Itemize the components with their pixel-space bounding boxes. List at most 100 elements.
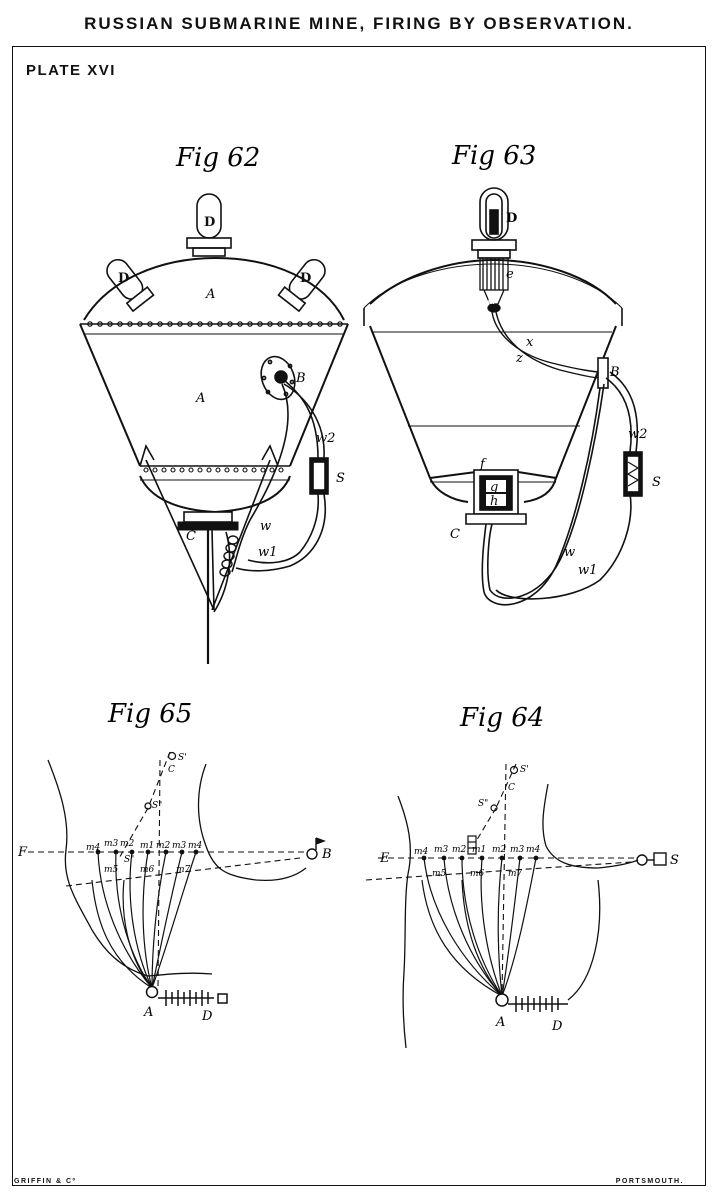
label-e-64: E [379, 851, 390, 866]
mooring-eyes [139, 443, 279, 467]
mine-base-plate [183, 511, 233, 523]
label-s2-65: S" [152, 801, 162, 811]
city-imprint: PORTSMOUTH. [615, 1178, 684, 1185]
wires-fig63 [481, 371, 639, 606]
cable-coil [219, 535, 239, 577]
printer-imprint: GRIFFIN & Cº [14, 1178, 77, 1185]
mine-label-m3-a: m3 [104, 839, 119, 849]
label-c-64: C [508, 783, 515, 793]
label-s2-64: S" [478, 799, 488, 809]
mooring-chains [145, 459, 271, 664]
mine-label-m5: m5 [104, 865, 119, 875]
shoreline-right-64 [542, 783, 639, 869]
shoreline-left [47, 759, 149, 977]
socket-b [260, 355, 296, 401]
label-g: g [490, 480, 498, 495]
socket-b-63 [597, 357, 609, 389]
label-d-64: D [551, 1019, 563, 1034]
figure-64: Fig 64 [365, 703, 679, 1049]
mine-label-m3-b: m3 [172, 841, 187, 851]
label-w2-63: w2 [628, 427, 647, 442]
mine-labels-64: m4 m3 m2 m1 m2 m3 m4 m5 m6 m7 [414, 845, 541, 879]
label-b: B [295, 371, 306, 386]
firing-station-a-64 [495, 993, 509, 1007]
mine-case-cone [79, 323, 349, 467]
mine-label-m6-64: m6 [470, 869, 485, 879]
shoreline-left-64 [397, 795, 412, 1049]
wires-internal [491, 311, 601, 379]
mine-label-m4-a: m4 [86, 843, 101, 853]
figure-63: Fig 63 [363, 141, 661, 606]
label-d-right: D [300, 271, 311, 286]
mine-label-m7: m7 [176, 865, 191, 875]
figure-64-title: Fig 64 [459, 703, 544, 733]
figure-62: Fig 62 [79, 143, 349, 664]
label-s1-64: S' [520, 765, 529, 775]
mine-label-m4-b-64: m4 [526, 845, 541, 855]
mine-label-m3-b-64: m3 [510, 845, 525, 855]
mine-label-m5-64: m5 [432, 869, 447, 879]
mine-markers [95, 849, 199, 855]
mine-label-m2-b: m2 [156, 841, 171, 851]
mine-label-m2-a-64: m2 [452, 845, 467, 855]
label-a-64: A [495, 1015, 505, 1030]
mine-label-m2-a: m2 [120, 839, 135, 849]
mine-label-m7-64: m7 [508, 869, 523, 879]
switch-s-63 [623, 451, 643, 497]
station-s1 [167, 751, 177, 761]
station-s2 [144, 802, 152, 810]
mine-label-m1: m1 [140, 841, 154, 851]
mine-label-m3-a-64: m3 [434, 845, 449, 855]
observing-tower [467, 765, 519, 855]
observing-station-s [636, 852, 667, 866]
label-z: z [515, 351, 523, 366]
label-f: f [479, 457, 487, 472]
mine-section-cone [369, 325, 617, 479]
mine-label-m4-b: m4 [188, 841, 203, 851]
observing-station-b [306, 837, 326, 860]
label-w2: w2 [316, 431, 335, 446]
battery-d [158, 990, 228, 1006]
label-w: w [260, 519, 271, 534]
label-c: C [186, 529, 196, 544]
label-s: S [336, 471, 345, 486]
label-s3-65: S" [124, 855, 134, 865]
label-b-65: B [321, 847, 332, 862]
plate-number: PLATE XVI [26, 62, 116, 79]
mine-label-m2-b-64: m2 [492, 845, 507, 855]
label-s-63: S [652, 475, 661, 490]
fuse-column [479, 257, 509, 313]
figure-65-title: Fig 65 [107, 699, 192, 729]
battery-d-64 [508, 996, 568, 1012]
firing-station-a [145, 985, 159, 999]
label-d-left: D [118, 271, 129, 286]
figure-62-title: Fig 62 [175, 143, 260, 173]
label-c-63: C [450, 527, 460, 542]
horn-top [186, 193, 232, 257]
switch-s [309, 457, 329, 495]
label-b-63: B [609, 365, 620, 380]
rivet-row-upper [87, 321, 343, 327]
mine-label-m4-a-64: m4 [414, 847, 429, 857]
mine-label-m1-64: m1 [472, 845, 486, 855]
label-e: e [506, 267, 514, 282]
plate-title: RUSSIAN SUBMARINE MINE, FIRING BY OBSERV… [84, 14, 634, 33]
mine-label-m6: m6 [140, 865, 155, 875]
label-d-top: D [204, 215, 215, 230]
label-w-63: w [564, 545, 575, 560]
label-w1: w1 [258, 545, 277, 560]
horn-left [106, 258, 155, 313]
label-d-small: d [488, 293, 496, 308]
mine-case-dome [83, 256, 345, 321]
figure-63-title: Fig 63 [451, 141, 536, 171]
label-x: x [526, 335, 534, 350]
label-a-65: A [143, 1005, 153, 1020]
mine-markers-64 [421, 855, 539, 861]
mine-labels-65: m4 m3 m2 m1 m2 m3 m4 m5 m6 m7 [86, 839, 203, 875]
figure-65: Fig 65 [17, 699, 332, 1024]
wires-fig62 [231, 379, 326, 573]
label-d-65: D [201, 1009, 213, 1024]
label-c-65: C [168, 765, 175, 775]
plate-frame [12, 46, 706, 1186]
